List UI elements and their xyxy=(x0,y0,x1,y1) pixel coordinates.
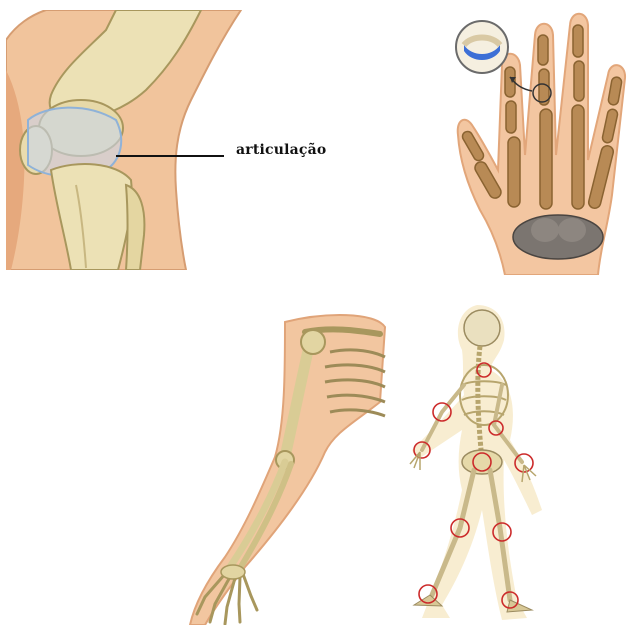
knee-svg xyxy=(6,10,341,270)
shoulder-joint xyxy=(301,330,325,354)
right-foot xyxy=(507,600,532,612)
carpal-bone xyxy=(558,218,586,242)
hand-skeleton-illustration xyxy=(450,5,642,275)
joint-magnifier xyxy=(456,21,508,73)
arm-skeleton-illustration xyxy=(185,312,390,625)
label-leader-line xyxy=(116,155,224,157)
hand-svg xyxy=(450,5,642,275)
joint-label: articulação xyxy=(236,142,326,158)
knee-joint-illustration: articulação xyxy=(6,10,341,270)
skull xyxy=(464,310,500,346)
walking-skeleton-illustration xyxy=(392,300,552,622)
carpal-bone xyxy=(531,218,559,242)
carpal-bone xyxy=(513,215,603,259)
wrist-bones xyxy=(221,565,245,579)
body-svg xyxy=(392,300,552,622)
arm-svg xyxy=(185,312,390,625)
